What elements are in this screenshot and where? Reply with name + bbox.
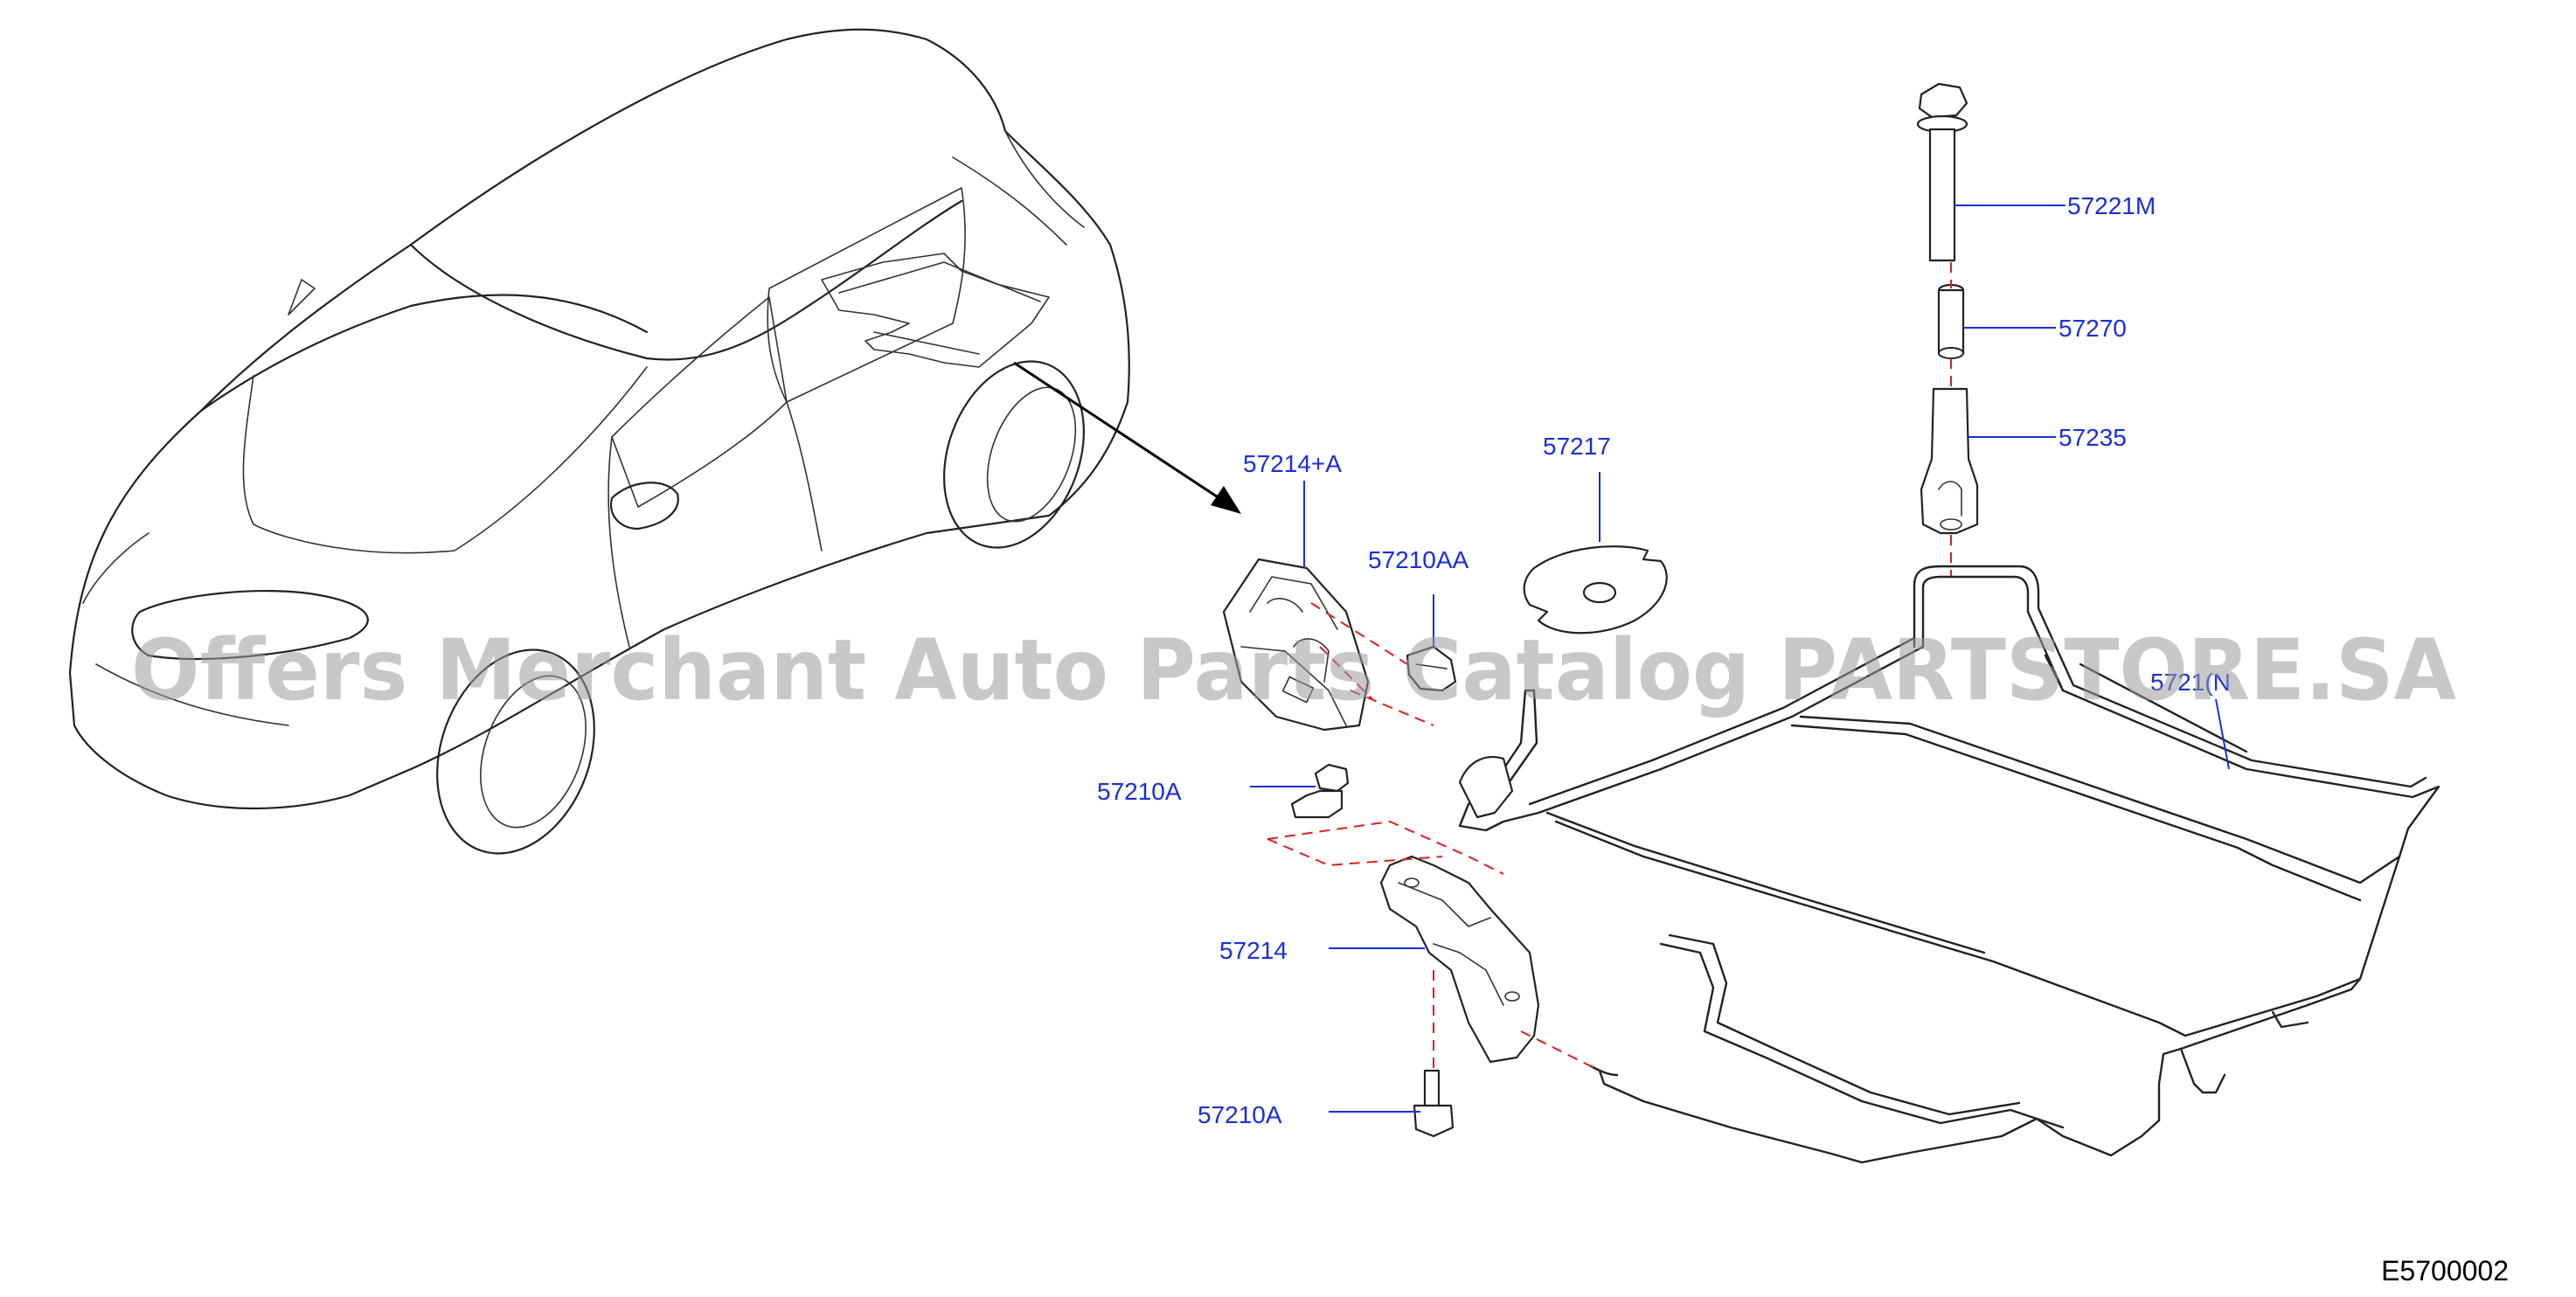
callout-57235: 57235 — [2059, 424, 2127, 451]
callout-57210n: 5721(N — [2150, 669, 2231, 696]
bracket-57214a — [1222, 481, 1370, 732]
callout-57214: 57214 — [1219, 937, 1288, 964]
vehicle-illustration — [68, 28, 1241, 855]
bracket-57214 — [1329, 855, 1540, 1064]
bracket-57235 — [1920, 387, 2056, 535]
arrow-head-icon — [1211, 486, 1241, 514]
bolt-57210a-upper — [1250, 763, 1350, 819]
callout-57221m: 57221M — [2067, 192, 2156, 219]
callout-57210a-lower: 57210A — [1198, 1101, 1282, 1128]
callout-labels: 57221M 57270 57235 57217 57214+A 57210AA… — [1097, 192, 2231, 1128]
bolt-57210a-lower — [1329, 1069, 1455, 1138]
collar-57270 — [1937, 283, 2056, 359]
callout-57210aa: 57210AA — [1368, 546, 1469, 573]
watermark: Offers Merchant Auto Parts Catalog PARTS… — [131, 621, 2456, 719]
cargo-frame-miniature — [821, 253, 1050, 368]
diagram-reference-code: E5700002 — [2381, 1255, 2509, 1287]
clip-57210aa — [1406, 594, 1457, 692]
callout-57214a: 57214+A — [1243, 450, 1342, 477]
callout-57270: 57270 — [2059, 315, 2127, 342]
cargo-frame-57210n — [1458, 565, 2441, 1164]
washer-57217 — [1523, 472, 1668, 635]
assembly-lines-left — [1267, 602, 1600, 1072]
bolt-57221m — [1916, 82, 2066, 262]
callout-57210a-upper: 57210A — [1097, 778, 1182, 805]
callout-57217: 57217 — [1543, 433, 1611, 460]
